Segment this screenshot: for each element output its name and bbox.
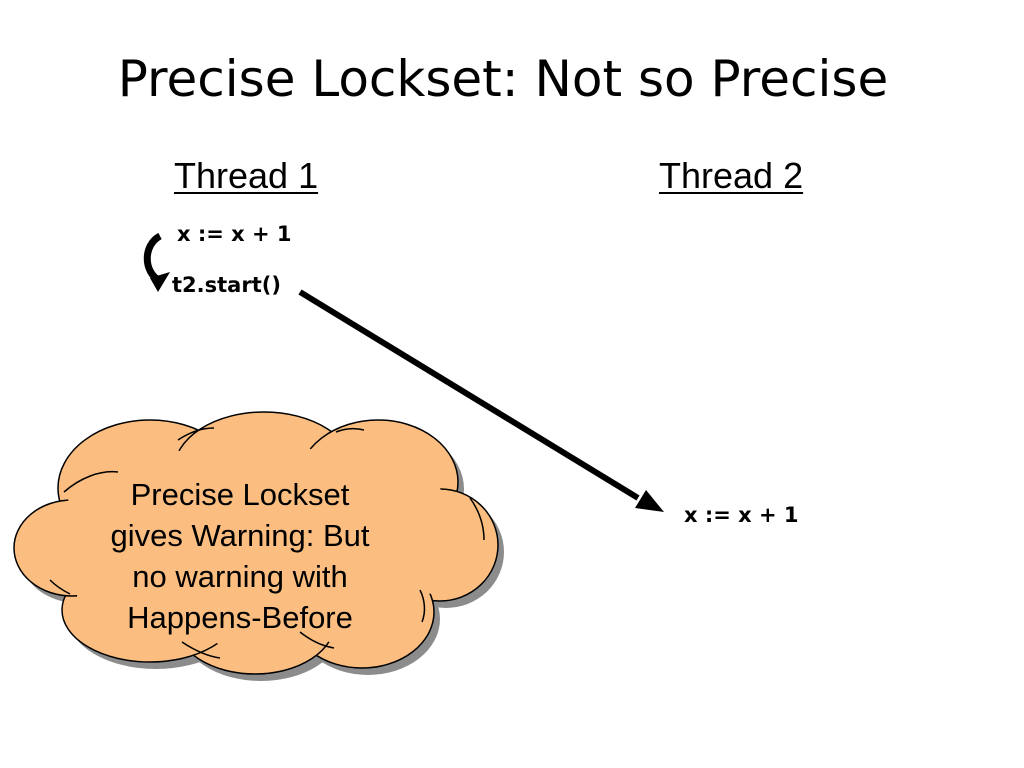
happens-before-arrow-head (635, 490, 664, 512)
program-order-arrow-head (150, 272, 170, 292)
callout-text: Precise Lockset gives Warning: But no wa… (70, 474, 410, 638)
thread-1-statement-increment: x := x + 1 (177, 222, 292, 246)
callout-line: no warning with (132, 559, 348, 594)
callout-line: Precise Lockset (130, 477, 350, 512)
slide-title: Precise Lockset: Not so Precise (117, 50, 889, 108)
program-order-arrow (143, 232, 170, 292)
thread-2-header: Thread 2 (659, 155, 804, 196)
cloud-fold-lines (49, 427, 485, 659)
happens-before-arrow (298, 289, 664, 512)
thread-2-statement-increment: x := x + 1 (684, 503, 799, 527)
thread-1-statement-start: t2.start() (172, 273, 281, 297)
cloud-fill-overlay (37, 440, 473, 650)
happens-before-arrow-shaft (298, 289, 640, 501)
thread-1-header: Thread 1 (174, 155, 319, 196)
program-order-arrow-shaft (143, 232, 162, 285)
callout-line: gives Warning: But (110, 518, 370, 553)
callout-line: Happens-Before (127, 600, 353, 635)
